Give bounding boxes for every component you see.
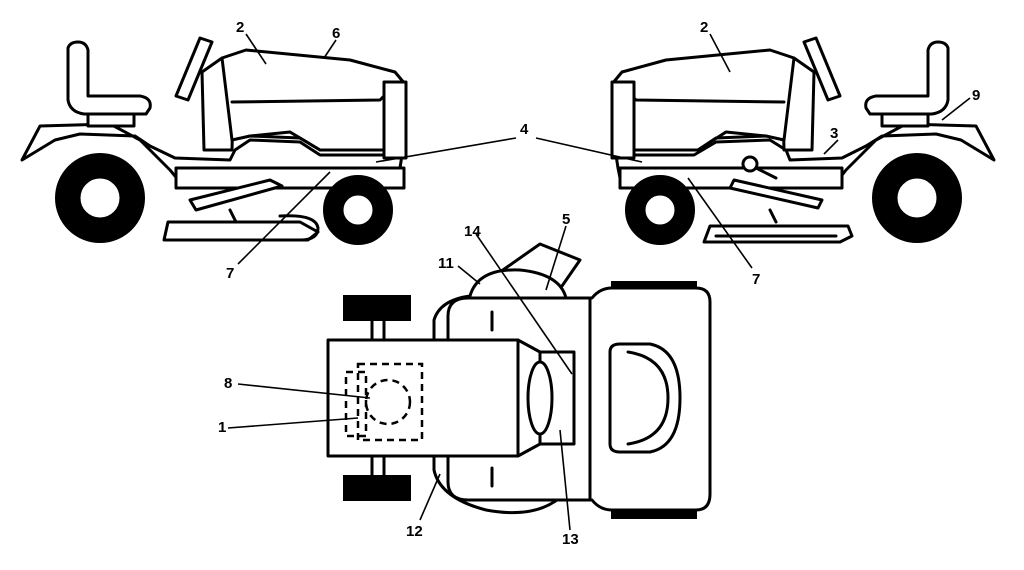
callout-6: 6: [332, 25, 340, 42]
left-seat: [66, 40, 152, 116]
lift-lever-knob: [741, 155, 759, 173]
callout-labels: 2 6 4 7 2 3 9 7 5 11 14 8 1 12 13: [218, 19, 980, 548]
right-mower-deck: [702, 224, 854, 244]
left-mower-deck: [162, 220, 320, 242]
callout-14: 14: [464, 223, 481, 240]
callout-7-left: 7: [226, 265, 234, 282]
right-steering-wheel: [802, 36, 842, 102]
callout-7-right: 7: [752, 271, 760, 288]
callout-4: 4: [520, 121, 529, 138]
right-seat: [864, 40, 950, 116]
air-filter-outline: [364, 378, 412, 426]
left-steering-wheel: [174, 36, 214, 102]
callout-1: 1: [218, 419, 226, 436]
callout-8: 8: [224, 375, 232, 392]
left-seat-base: [86, 112, 136, 128]
engine-outline: [356, 362, 424, 442]
callout-13: 13: [562, 531, 579, 548]
top-front-left-wheel: [343, 295, 411, 321]
left-side-view: [20, 36, 408, 245]
top-front-right-wheel: [343, 475, 411, 501]
callout-12: 12: [406, 523, 423, 540]
leader-lines: [227, 33, 971, 531]
callout-9: 9: [972, 87, 980, 104]
callout-5: 5: [562, 211, 570, 228]
right-side-view: [610, 36, 996, 245]
callout-2-right: 2: [700, 19, 708, 36]
top-view: [326, 242, 712, 519]
top-hood: [326, 338, 542, 458]
callout-11: 11: [438, 255, 454, 272]
callout-3: 3: [830, 125, 838, 142]
callout-2-left: 2: [236, 19, 244, 36]
